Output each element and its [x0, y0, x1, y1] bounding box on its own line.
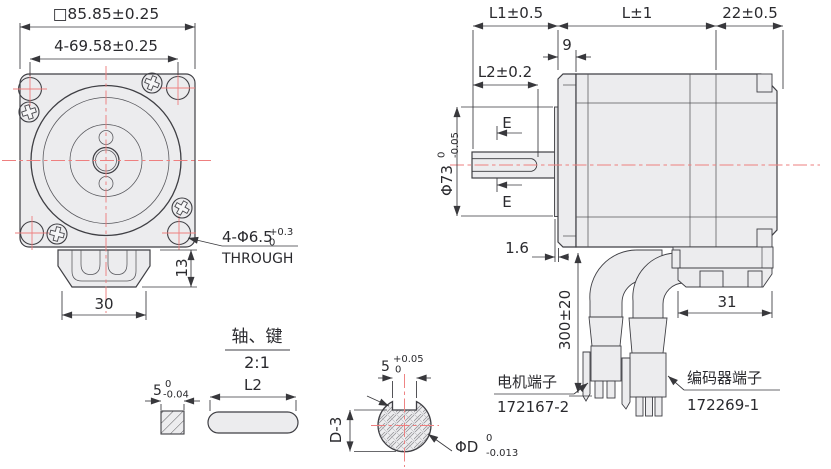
dim-connector-width-label: 30 [94, 295, 113, 313]
encoder-terminal-part: 172269-1 [687, 396, 759, 414]
motor-terminal-part: 172167-2 [497, 398, 569, 416]
front-view: □85.85±0.25 4-69.58±0.25 4-Φ6.5 +0.3 0 T… [2, 5, 298, 320]
dim-keyway-width: 5 +0.05 0 [378, 354, 431, 398]
dim-outer-square: □85.85±0.25 [19, 5, 196, 69]
key-plan [207, 411, 299, 434]
motor-body [575, 73, 778, 248]
dim-pilot-dia: Φ73 0 -0.05 [437, 106, 553, 217]
dim-flange-thickness: 9 [543, 36, 591, 72]
dim-keyway-e-bottom: E [496, 178, 522, 211]
dim-connector-height: 13 [142, 249, 197, 288]
dim-connector-block: 31 [677, 291, 773, 318]
dim-shaft-flat-label: D-3 [327, 417, 345, 444]
side-connector-housing [671, 246, 774, 288]
hole-callout-tol-lower: 0 [269, 238, 275, 249]
dim-shaft-dia: ΦD 0 -0.013 [427, 433, 518, 459]
dim-pilot-dia-label: Φ73 [438, 165, 456, 196]
dim-connector-width: 30 [61, 291, 147, 320]
dim-shaft-dia-label: ΦD [455, 438, 478, 456]
dim-cable-length: 300±20 [556, 253, 592, 397]
dim-key-width-tol-upper: 0 [165, 379, 171, 390]
dim-keyway-width-tol-upper: +0.05 [393, 354, 424, 365]
dim-body-length: L±1 [558, 4, 717, 70]
cover-screws [18, 72, 193, 245]
dim-key-length-label: L2 [244, 376, 262, 394]
dim-key-width-tol-lower: -0.04 [163, 390, 189, 401]
rear-corner-tab-bottom [756, 228, 773, 248]
encoder-terminal-callout: 编码器端子 172269-1 [667, 369, 780, 414]
rear-corner-tab-top [756, 73, 773, 93]
hole-callout-text: 4-Φ6.5 [222, 228, 273, 246]
dim-cable-length-label: 300±20 [556, 290, 574, 350]
motor-terminal-callout: 电机端子 172167-2 [494, 373, 589, 416]
dim-body-length-label: L±1 [622, 4, 652, 22]
dim-connector-block-label: 31 [717, 293, 736, 311]
encoder-terminal-label: 编码器端子 [687, 369, 762, 387]
dim-connector-height-label: 13 [173, 258, 191, 277]
detail-scale: 2:1 [244, 353, 270, 372]
dim-pilot-boss-label: 1.6 [505, 239, 529, 257]
dim-flange-thickness-label: 9 [562, 36, 572, 54]
dim-keyway-e-top-label: E [502, 114, 511, 132]
dim-bolt-circle: 4-69.58±0.25 [29, 37, 179, 76]
screw-cross-icon [21, 104, 37, 120]
dim-shaft-dia-tol-lower: -0.013 [486, 448, 518, 459]
dim-keyway-e-bottom-label: E [502, 193, 511, 211]
key-section [160, 410, 185, 435]
dim-key-width: 5 0 -0.04 [145, 379, 200, 410]
screw-cross-icon [144, 75, 160, 91]
dim-rear-cap-label: 22±0.5 [722, 4, 778, 22]
detail-title: 轴、键 [232, 327, 283, 347]
dim-pilot-dia-tol-lower: -0.05 [450, 132, 461, 158]
motor-cable [589, 249, 663, 318]
encoder-plug [621, 317, 668, 417]
screw-cross-icon [49, 226, 65, 242]
hole-callout: 4-Φ6.5 +0.3 0 THROUGH [187, 227, 298, 267]
dim-rear-cap: 22±0.5 [716, 4, 784, 89]
dim-shaft-flat: D-3 [327, 395, 396, 452]
dim-shaft-length-label: L1±0.5 [489, 4, 543, 22]
dim-keyway-length: L2±0.2 [473, 63, 539, 157]
front-flange [557, 73, 577, 248]
dim-shaft-dia-tol-upper: 0 [486, 433, 492, 444]
dim-outer-square-label: □85.85±0.25 [53, 5, 160, 23]
motor-terminal-label: 电机端子 [497, 373, 557, 391]
motor-plug [582, 316, 624, 402]
hole-callout-tol-upper: +0.3 [269, 227, 293, 238]
hole-callout-through: THROUGH [221, 251, 293, 267]
dim-pilot-dia-tol-upper: 0 [437, 152, 448, 158]
corner-mounting-holes [13, 71, 196, 250]
screw-cross-icon [174, 200, 190, 216]
dim-key-length: L2 [209, 376, 297, 411]
side-view: L1±0.5 L±1 22±0.5 9 L2±0.2 Φ [437, 4, 820, 417]
dim-shaft-length: L1±0.5 [472, 4, 559, 149]
dim-keyway-width-label: 5 [381, 359, 390, 375]
encoder-plug-latch [621, 357, 631, 410]
dim-bolt-circle-label: 4-69.58±0.25 [54, 37, 158, 55]
dim-keyway-e-top: E [496, 114, 522, 140]
shaft-key-detail: 轴、键 2:1 5 0 -0.04 L2 5 +0 [145, 327, 518, 467]
motor-cables [589, 249, 691, 319]
dim-pilot-boss: 1.6 [505, 219, 569, 262]
dim-key-width-label: 5 [153, 383, 162, 399]
front-connector-housing [57, 249, 151, 288]
dim-keyway-width-tol-lower: 0 [395, 365, 401, 376]
motor-plug-latch [582, 351, 591, 402]
dim-keyway-length-label: L2±0.2 [478, 63, 532, 81]
